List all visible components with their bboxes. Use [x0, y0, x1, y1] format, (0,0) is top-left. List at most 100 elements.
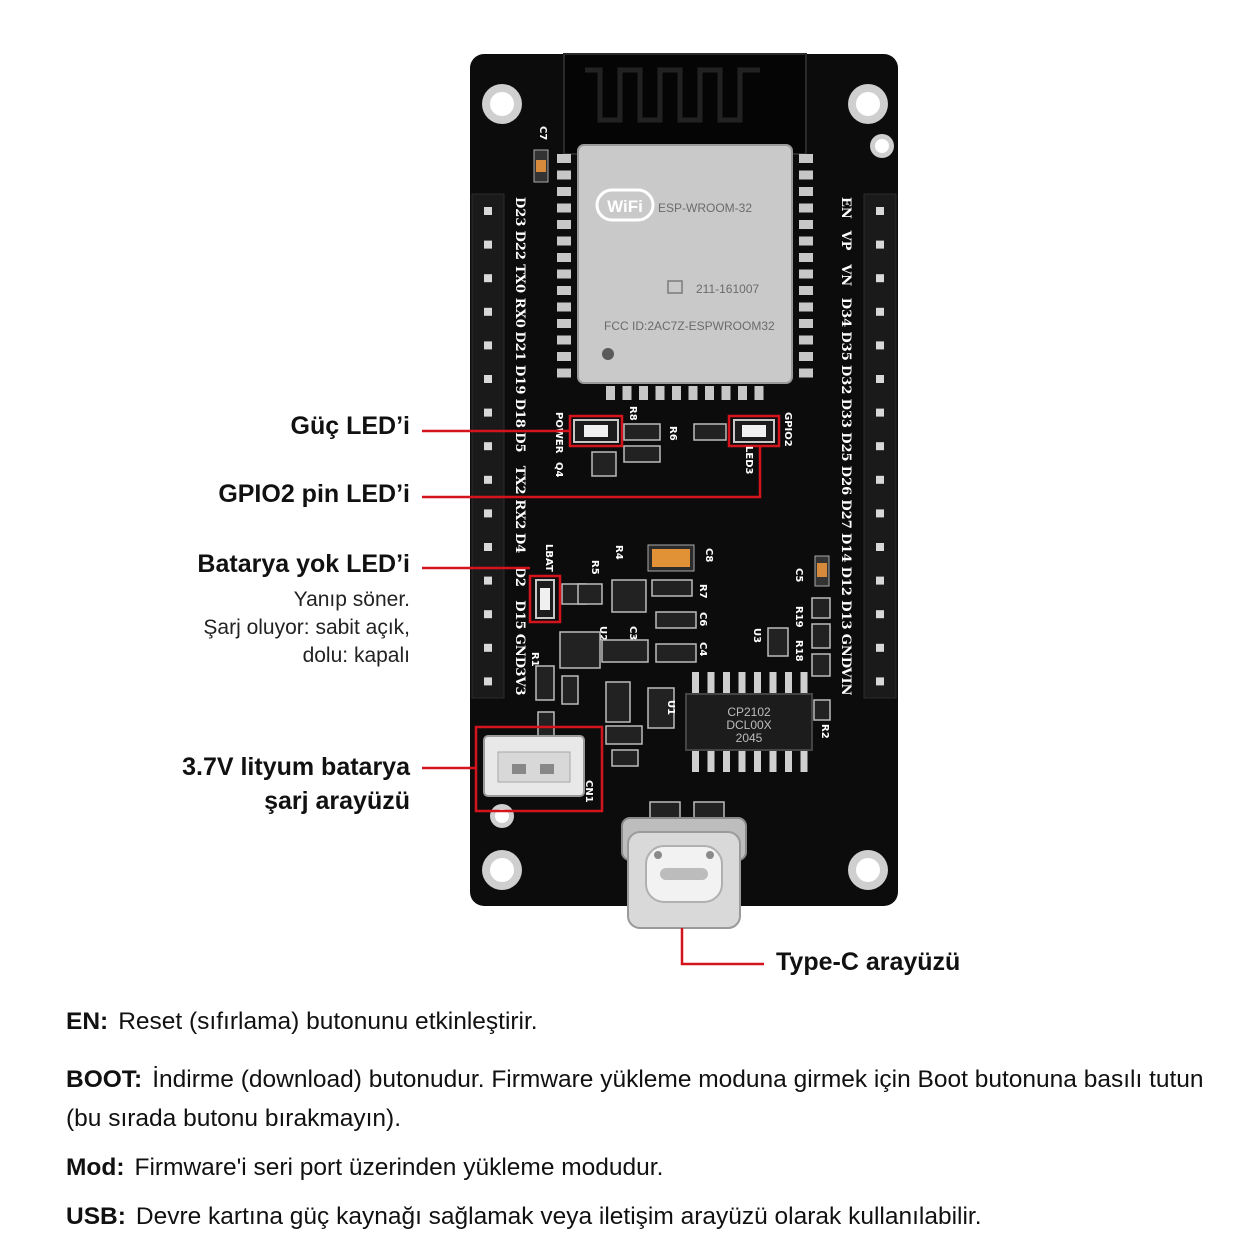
antenna-area: [563, 53, 807, 155]
header-pin: [876, 610, 884, 619]
left-pin-label: TX0: [512, 264, 527, 293]
left-pin-label: 3V3: [512, 667, 527, 695]
right-pin-label: VIN: [838, 666, 853, 695]
module-pad: [557, 302, 571, 312]
silk-q4: Q4: [553, 462, 564, 478]
right-pin-label: D14: [838, 533, 853, 562]
header-pin: [484, 274, 492, 283]
chip-pin: [800, 750, 808, 772]
header-pin: [484, 509, 492, 518]
note-mod-term: Mod:: [66, 1154, 125, 1181]
silk-c8: C8: [703, 548, 714, 562]
right-pin-label: D25: [838, 432, 853, 461]
silk-r2: R2: [819, 724, 830, 739]
left-pin-label: D5: [512, 432, 527, 452]
module-pad: [639, 386, 648, 400]
module-pad: [606, 386, 615, 400]
note-boot-term: BOOT:: [66, 1066, 143, 1093]
module-pad: [557, 352, 571, 361]
module-pad: [557, 286, 571, 295]
header-pin: [876, 307, 884, 316]
chip-line-1: CP2102: [727, 705, 771, 719]
callout-no-battery-desc: Yanıp söner. Şarj oluyor: sabit açık, do…: [203, 586, 410, 670]
chip-pin: [707, 750, 715, 772]
silk-r19: R19: [793, 606, 804, 628]
module-pad: [557, 154, 571, 163]
pin1-marker: [602, 348, 614, 360]
line-typec: [680, 928, 764, 966]
gpio2-led-highlight: [727, 414, 781, 448]
silk-c7: C7: [537, 126, 548, 140]
header-pin: [876, 475, 884, 484]
callout-power-led: Güç LED’i: [290, 412, 410, 440]
header-pin: [876, 375, 884, 383]
right-pin-label: VN: [838, 263, 853, 286]
silk-c4: C4: [697, 642, 708, 656]
header-pin: [876, 643, 884, 652]
module-pad: [688, 386, 698, 400]
left-pin-label: D15: [512, 600, 527, 629]
silk-r1: R1: [529, 652, 540, 667]
chip-pin: [800, 672, 808, 694]
left-pin-label: RX0: [512, 298, 527, 328]
battery-callout-line-1: 3.7V lityum batarya: [182, 753, 410, 781]
no-battery-desc-line-1: Yanıp söner.: [293, 588, 410, 611]
note-boot: BOOT:İndirme (download) butonudur. Firmw…: [66, 1060, 1206, 1138]
header-pin: [484, 341, 492, 350]
note-en: EN:Reset (sıfırlama) butonunu etkinleşti…: [66, 1002, 1206, 1041]
chip-pin: [754, 672, 761, 694]
module-pad: [799, 170, 813, 180]
chip-pin: [769, 750, 777, 772]
rf-shield: [577, 144, 793, 384]
module-pad: [557, 335, 571, 345]
chip-pin: [723, 672, 730, 694]
module-pad: [799, 319, 813, 328]
chip-pin: [738, 750, 746, 772]
module-id: 211-161007: [696, 282, 759, 296]
left-pin-label: D22: [512, 231, 527, 260]
note-en-term: EN:: [66, 1008, 109, 1035]
header-pin: [876, 442, 884, 451]
silk-r7: R7: [697, 584, 708, 599]
chip-pin: [707, 672, 715, 694]
silk-u2: U2: [597, 626, 608, 641]
header-pin: [484, 240, 492, 249]
right-pin-label: D26: [838, 466, 853, 495]
header-pin: [484, 543, 492, 551]
note-usb-text: Devre kartına güç kaynağı sağlamak veya …: [135, 1203, 982, 1230]
callout-no-battery-led: Batarya yok LED’i: [197, 550, 410, 578]
note-boot-text: İndirme (download) butonudur. Firmware y…: [66, 1066, 1204, 1132]
no-battery-desc-line-3: dolu: kapalı: [302, 644, 410, 667]
module-pad: [557, 253, 571, 262]
header-pin: [484, 475, 492, 484]
note-usb-term: USB:: [66, 1203, 126, 1230]
wifi-logo-icon: WiFi: [595, 188, 655, 222]
header-pin: [876, 509, 884, 518]
module-pad: [799, 187, 813, 196]
header-pin: [484, 442, 492, 451]
silk-lbat: LBAT: [543, 544, 554, 572]
silk-led3: LED3: [743, 446, 754, 475]
chip-pin: [723, 750, 730, 772]
callout-gpio2-led: GPIO2 pin LED’i: [218, 480, 410, 508]
left-pin-label: D4: [512, 533, 527, 553]
left-pin-label: GND: [512, 634, 527, 668]
left-pin-label: RX2: [512, 499, 527, 529]
module-pad: [754, 386, 764, 400]
right-pin-label: D34: [838, 298, 853, 327]
header-pin: [484, 408, 492, 417]
header-pin: [876, 341, 884, 350]
module-pad: [557, 368, 571, 378]
silk-c3: C3: [627, 626, 638, 640]
header-pin: [876, 274, 884, 283]
right-pin-label: D27: [838, 499, 853, 528]
callout-typec: Type-C arayüzü: [776, 948, 961, 976]
module-pad: [655, 386, 665, 400]
ce-mark-icon: [667, 280, 683, 294]
callout-battery-connector: 3.7V lityum batarya şarj arayüzü: [182, 750, 410, 818]
module-pad: [705, 386, 714, 400]
module-pad: [799, 302, 813, 312]
left-pin-label: D23: [512, 197, 527, 226]
left-pin-label: D18: [512, 399, 527, 428]
silk-u1: U1: [665, 700, 676, 715]
